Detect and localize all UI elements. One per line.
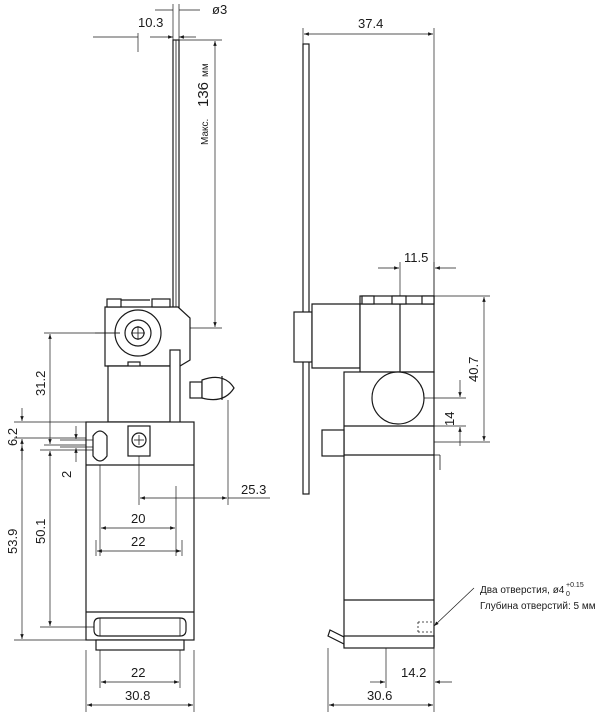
dim-label-30-6: 30.6 — [367, 688, 392, 703]
dim-label-10-3: 10.3 — [138, 15, 163, 30]
front-view: 10.3 ø3 Макс. 136 мм 31.2 — [5, 2, 270, 712]
side-view: 37.4 11.5 40.7 14 14.2 — [293, 16, 596, 712]
dim-label-14-2: 14.2 — [401, 665, 426, 680]
dim-label-max-prefix: Макс. — [200, 119, 211, 145]
dim-label-11-5: 11.5 — [404, 250, 428, 265]
note-depth: Глубина отверстий: 5 мм — [480, 600, 596, 612]
dim-label-37-4: 37.4 — [358, 16, 383, 31]
dim-10-3: 10.3 — [93, 15, 196, 52]
dim-14-2: 14.2 — [370, 648, 452, 688]
dim-20: 20 — [99, 465, 177, 556]
dim-label-25-3: 25.3 — [241, 482, 266, 497]
side-lever-rod — [302, 43, 310, 495]
dim-label-phi3: ø3 — [212, 2, 227, 17]
dim-label-14: 14 — [442, 412, 457, 426]
dim-label-max-value: 136 — [195, 82, 212, 107]
note-holes: Два отверстия, ø4 — [480, 585, 565, 596]
dim-label-22-top: 22 — [131, 534, 145, 549]
dim-11-5: 11.5 — [378, 250, 456, 296]
note-tol-upper: +0.15 — [566, 582, 584, 589]
dim-label-31-2: 31.2 — [33, 371, 48, 396]
side-head — [293, 295, 435, 373]
dim-50-1: 50.1 — [33, 449, 94, 628]
dim-phi3: ø3 — [155, 2, 227, 40]
dim-25-3: 25.3 — [138, 400, 270, 505]
dim-22-top: 22 — [95, 534, 183, 556]
dim-label-20: 20 — [131, 511, 145, 526]
dim-label-40-7: 40.7 — [466, 357, 481, 382]
dim-label-53-9: 53.9 — [5, 529, 20, 554]
dim-label-22-bottom: 22 — [131, 665, 145, 680]
dim-30-6: 30.6 — [327, 648, 435, 712]
dim-22-bottom: 22 — [99, 650, 181, 688]
dim-2: 2 — [59, 426, 93, 478]
dim-40-7: 40.7 — [434, 295, 490, 443]
dim-label-50-1: 50.1 — [33, 519, 48, 544]
dim-label-max-unit: мм — [200, 63, 211, 77]
side-body — [321, 371, 441, 649]
dim-label-30-8: 30.8 — [125, 688, 150, 703]
dim-31-2: 31.2 — [33, 332, 120, 446]
dim-6-2: 6.2 — [5, 408, 86, 460]
dim-label-6-2: 6.2 — [5, 428, 20, 446]
actuator-head — [95, 298, 191, 371]
side-knob — [189, 376, 235, 401]
dim-14: 14 — [424, 380, 466, 446]
dim-30-8: 30.8 — [85, 650, 195, 712]
neck — [107, 365, 173, 423]
hole-note: Два отверстия, ø4 +0.15 0 Глубина отверс… — [433, 582, 596, 627]
dim-label-2: 2 — [59, 471, 74, 478]
dim-max-136: Макс. 136 мм — [179, 39, 222, 329]
dim-53-9: 53.9 — [5, 437, 86, 641]
note-tol-lower: 0 — [566, 591, 570, 598]
dim-37-4: 37.4 — [302, 16, 435, 296]
